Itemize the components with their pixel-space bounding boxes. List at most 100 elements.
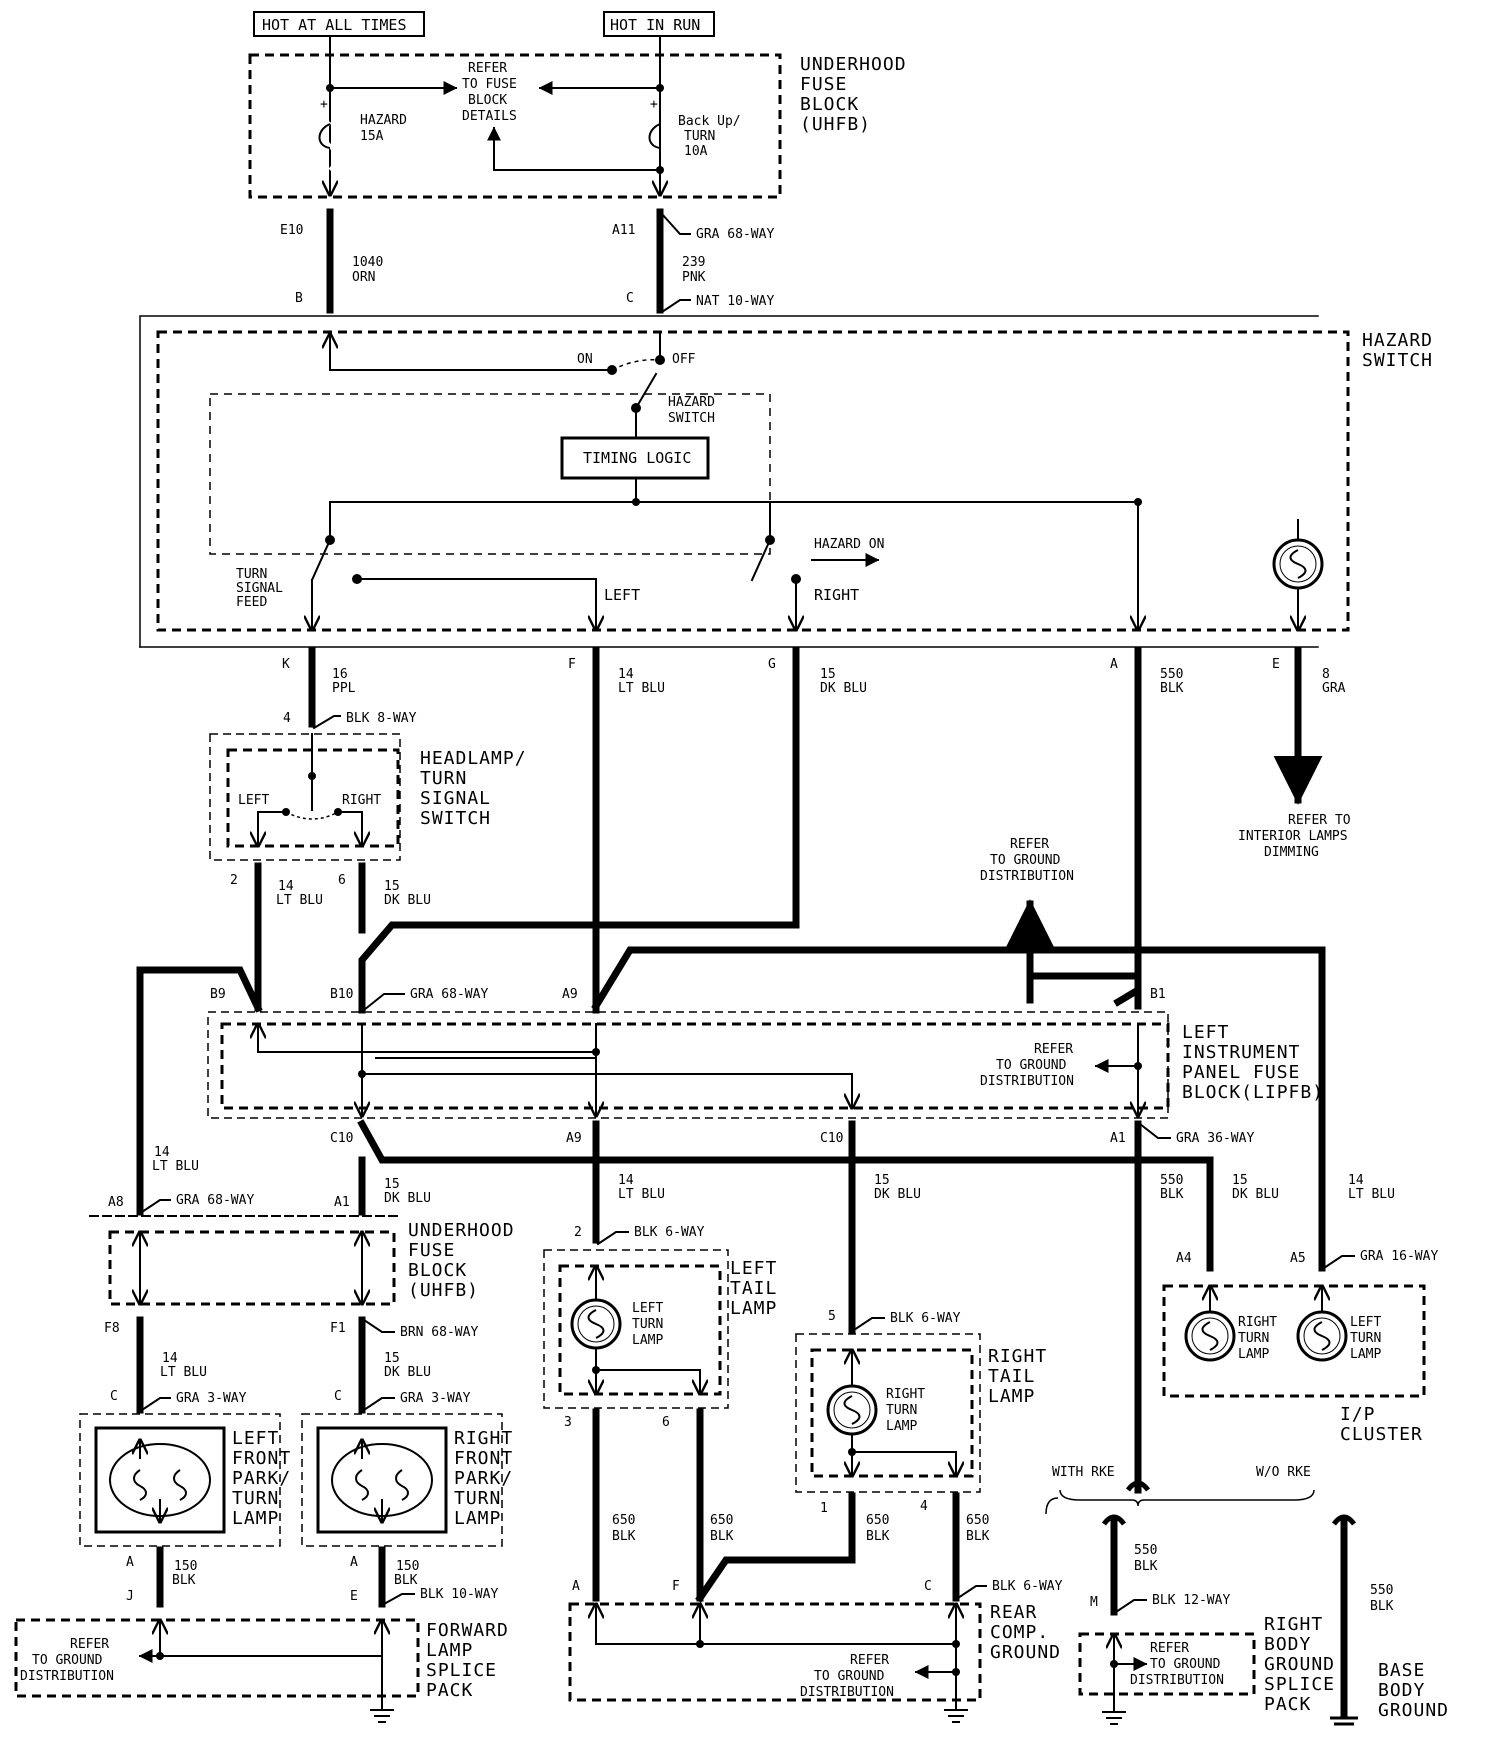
svg-text:TO FUSE: TO FUSE	[462, 77, 517, 92]
svg-text:1040: 1040	[352, 255, 383, 270]
svg-text:PACK: PACK	[1264, 1694, 1311, 1715]
svg-text:8: 8	[1322, 667, 1330, 682]
svg-text:150: 150	[174, 1559, 197, 1574]
svg-text:G: G	[768, 657, 776, 672]
svg-text:TURN: TURN	[236, 567, 267, 582]
svg-text:B1: B1	[1150, 987, 1166, 1002]
svg-text:UNDERHOOD: UNDERHOOD	[408, 1220, 515, 1241]
lipfb-feed-wires: REFER TO GROUND DISTRIBUTION	[136, 837, 1326, 1272]
svg-text:RIGHT: RIGHT	[988, 1346, 1047, 1367]
svg-text:DK BLU: DK BLU	[820, 681, 867, 696]
svg-text:650: 650	[966, 1513, 989, 1528]
svg-text:BLK 10-WAY: BLK 10-WAY	[420, 1587, 498, 1602]
svg-text:+: +	[650, 97, 658, 112]
svg-text:DK BLU: DK BLU	[384, 893, 431, 908]
svg-text:BLK: BLK	[1160, 1187, 1184, 1202]
svg-text:A11: A11	[612, 223, 635, 238]
svg-text:550: 550	[1160, 667, 1183, 682]
svg-text:SWITCH: SWITCH	[1362, 350, 1433, 371]
svg-text:LAMP: LAMP	[232, 1508, 279, 1529]
svg-text:REFER: REFER	[1010, 837, 1049, 852]
svg-text:A: A	[350, 1555, 358, 1570]
svg-text:C10: C10	[330, 1131, 353, 1146]
svg-text:J: J	[126, 1589, 134, 1604]
svg-text:FUSE: FUSE	[800, 74, 847, 95]
svg-text:4: 4	[920, 1499, 928, 1514]
svg-text:6: 6	[662, 1415, 670, 1430]
svg-text:C: C	[110, 1389, 118, 1404]
svg-text:FEED: FEED	[236, 595, 267, 610]
svg-text:REFER: REFER	[850, 1653, 889, 1668]
front-park-turn-lamps: C GRA 3-WAY C GRA 3-WAY LEFT FRONT PARK/…	[79, 1389, 512, 1608]
source-hot-all-times: HOT AT ALL TIMES	[253, 11, 425, 37]
svg-text:RIGHT: RIGHT	[1264, 1614, 1323, 1635]
svg-text:TURN: TURN	[420, 768, 467, 789]
svg-text:TO GROUND: TO GROUND	[996, 1058, 1067, 1073]
svg-text:GRA: GRA	[1322, 681, 1346, 696]
svg-text:BLK: BLK	[172, 1573, 196, 1588]
svg-text:TIMING LOGIC: TIMING LOGIC	[583, 449, 691, 467]
svg-text:GRA 68-WAY: GRA 68-WAY	[696, 227, 774, 242]
svg-text:A: A	[572, 1579, 580, 1594]
svg-text:REFER: REFER	[1034, 1042, 1073, 1057]
svg-text:650: 650	[866, 1513, 889, 1528]
svg-text:LAMP: LAMP	[988, 1386, 1035, 1407]
svg-text:COMP.: COMP.	[990, 1622, 1049, 1643]
svg-text:BLOCK: BLOCK	[468, 93, 507, 108]
svg-text:SWITCH: SWITCH	[420, 808, 491, 829]
svg-text:TAIL: TAIL	[730, 1278, 777, 1299]
top-wires: E10 1040 ORN B A11 GRA 68-WAY 239 PNK C …	[280, 208, 774, 314]
svg-text:14: 14	[618, 1173, 634, 1188]
svg-text:INTERIOR LAMPS: INTERIOR LAMPS	[1238, 829, 1348, 844]
svg-text:SIGNAL: SIGNAL	[420, 788, 491, 809]
svg-text:LT BLU: LT BLU	[152, 1159, 199, 1174]
svg-text:LT BLU: LT BLU	[160, 1365, 207, 1380]
svg-text:E: E	[1272, 657, 1280, 672]
svg-text:LT BLU: LT BLU	[276, 893, 323, 908]
svg-text:C10: C10	[820, 1131, 843, 1146]
svg-text:REFER: REFER	[468, 61, 507, 76]
svg-text:15: 15	[384, 1351, 400, 1366]
svg-text:LEFT: LEFT	[238, 793, 269, 808]
svg-text:PNK: PNK	[682, 270, 706, 285]
svg-text:BLK: BLK	[612, 1529, 636, 1544]
svg-text:550: 550	[1134, 1543, 1157, 1558]
svg-text:B9: B9	[210, 987, 226, 1002]
svg-text:SWITCH: SWITCH	[668, 411, 715, 426]
svg-text:LAMP: LAMP	[632, 1333, 663, 1348]
svg-text:15: 15	[1232, 1173, 1248, 1188]
fuse-turn-label: TURN	[684, 129, 715, 144]
svg-text:BRN 68-WAY: BRN 68-WAY	[400, 1325, 478, 1340]
svg-text:BLK: BLK	[1134, 1559, 1158, 1574]
svg-text:TURN: TURN	[454, 1488, 501, 1509]
svg-text:F: F	[672, 1579, 680, 1594]
svg-text:TO GROUND: TO GROUND	[990, 853, 1061, 868]
svg-text:DK BLU: DK BLU	[384, 1365, 431, 1380]
svg-text:BLOCK: BLOCK	[408, 1260, 467, 1281]
svg-text:RIGHT: RIGHT	[1238, 1315, 1277, 1330]
svg-text:W/O RKE: W/O RKE	[1256, 1465, 1311, 1480]
source-hot-in-run: HOT IN RUN	[603, 11, 715, 37]
timing-logic-box: TIMING LOGIC	[560, 436, 710, 480]
svg-text:BLK 6-WAY: BLK 6-WAY	[634, 1225, 705, 1240]
svg-text:DK BLU: DK BLU	[874, 1187, 921, 1202]
svg-text:HOT AT ALL TIMES: HOT AT ALL TIMES	[262, 16, 407, 34]
svg-text:HEADLAMP/: HEADLAMP/	[420, 748, 527, 769]
svg-text:550: 550	[1160, 1173, 1183, 1188]
svg-text:BODY: BODY	[1378, 1680, 1425, 1701]
svg-text:E: E	[350, 1589, 358, 1604]
svg-text:FUSE: FUSE	[408, 1240, 455, 1261]
ip-cluster: A4 A5 GRA 16-WAY RIGHT TURN LAMP LEFT TU…	[1162, 1249, 1438, 1445]
svg-text:14: 14	[618, 667, 634, 682]
svg-text:M: M	[1090, 1595, 1098, 1610]
svg-text:SIGNAL: SIGNAL	[236, 581, 283, 596]
svg-text:PARK/: PARK/	[232, 1468, 291, 1489]
svg-text:F1: F1	[330, 1321, 346, 1336]
svg-text:DISTRIBUTION: DISTRIBUTION	[980, 869, 1074, 884]
svg-text:DISTRIBUTION: DISTRIBUTION	[980, 1074, 1074, 1089]
svg-text:GROUND: GROUND	[1378, 1700, 1449, 1721]
fuse-turn-amps: 10A	[684, 144, 708, 159]
hazard-switch-block: HAZARD SWITCH ON OFF HAZARD SWITCH TIMIN…	[139, 315, 1433, 648]
svg-text:PACK: PACK	[426, 1680, 473, 1701]
svg-text:GRA 3-WAY: GRA 3-WAY	[400, 1391, 471, 1406]
